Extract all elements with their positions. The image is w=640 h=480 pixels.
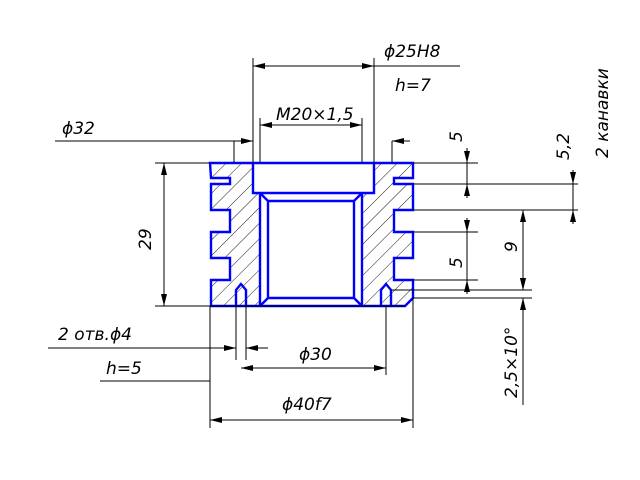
label-d32: ϕ32 bbox=[62, 119, 95, 139]
thread-bore-outline bbox=[258, 192, 364, 307]
labels: ϕ25H8 h=7 2 канавки M20×1,5 ϕ32 5 5,2 29… bbox=[58, 42, 613, 415]
label-d40: ϕ40f7 bbox=[282, 395, 332, 415]
blind-hole-right bbox=[379, 282, 393, 306]
label-d30: ϕ30 bbox=[299, 345, 332, 365]
label-h7: h=7 bbox=[395, 76, 431, 96]
label-5-top: 5 bbox=[447, 131, 467, 142]
left-wall-section bbox=[210, 163, 260, 306]
right-wall-section bbox=[362, 163, 413, 306]
part-outline bbox=[208, 161, 415, 308]
label-thread: M20×1,5 bbox=[276, 105, 354, 125]
label-h5: h=5 bbox=[106, 359, 142, 379]
label-9: 9 bbox=[502, 241, 522, 252]
label-holes: 2 отв.ϕ4 bbox=[58, 325, 132, 345]
dimensions bbox=[48, 58, 578, 428]
label-d25: ϕ25H8 bbox=[384, 42, 441, 62]
label-chamfer: 2,5×10° bbox=[502, 327, 522, 398]
label-5-bottom: 5 bbox=[447, 257, 467, 268]
label-5-2: 5,2 bbox=[554, 133, 574, 160]
label-grooves: 2 канавки bbox=[593, 68, 613, 158]
blind-hole-left bbox=[234, 282, 248, 306]
label-29: 29 bbox=[136, 228, 156, 250]
counterbore-outline bbox=[251, 163, 376, 195]
part-section bbox=[208, 161, 415, 308]
